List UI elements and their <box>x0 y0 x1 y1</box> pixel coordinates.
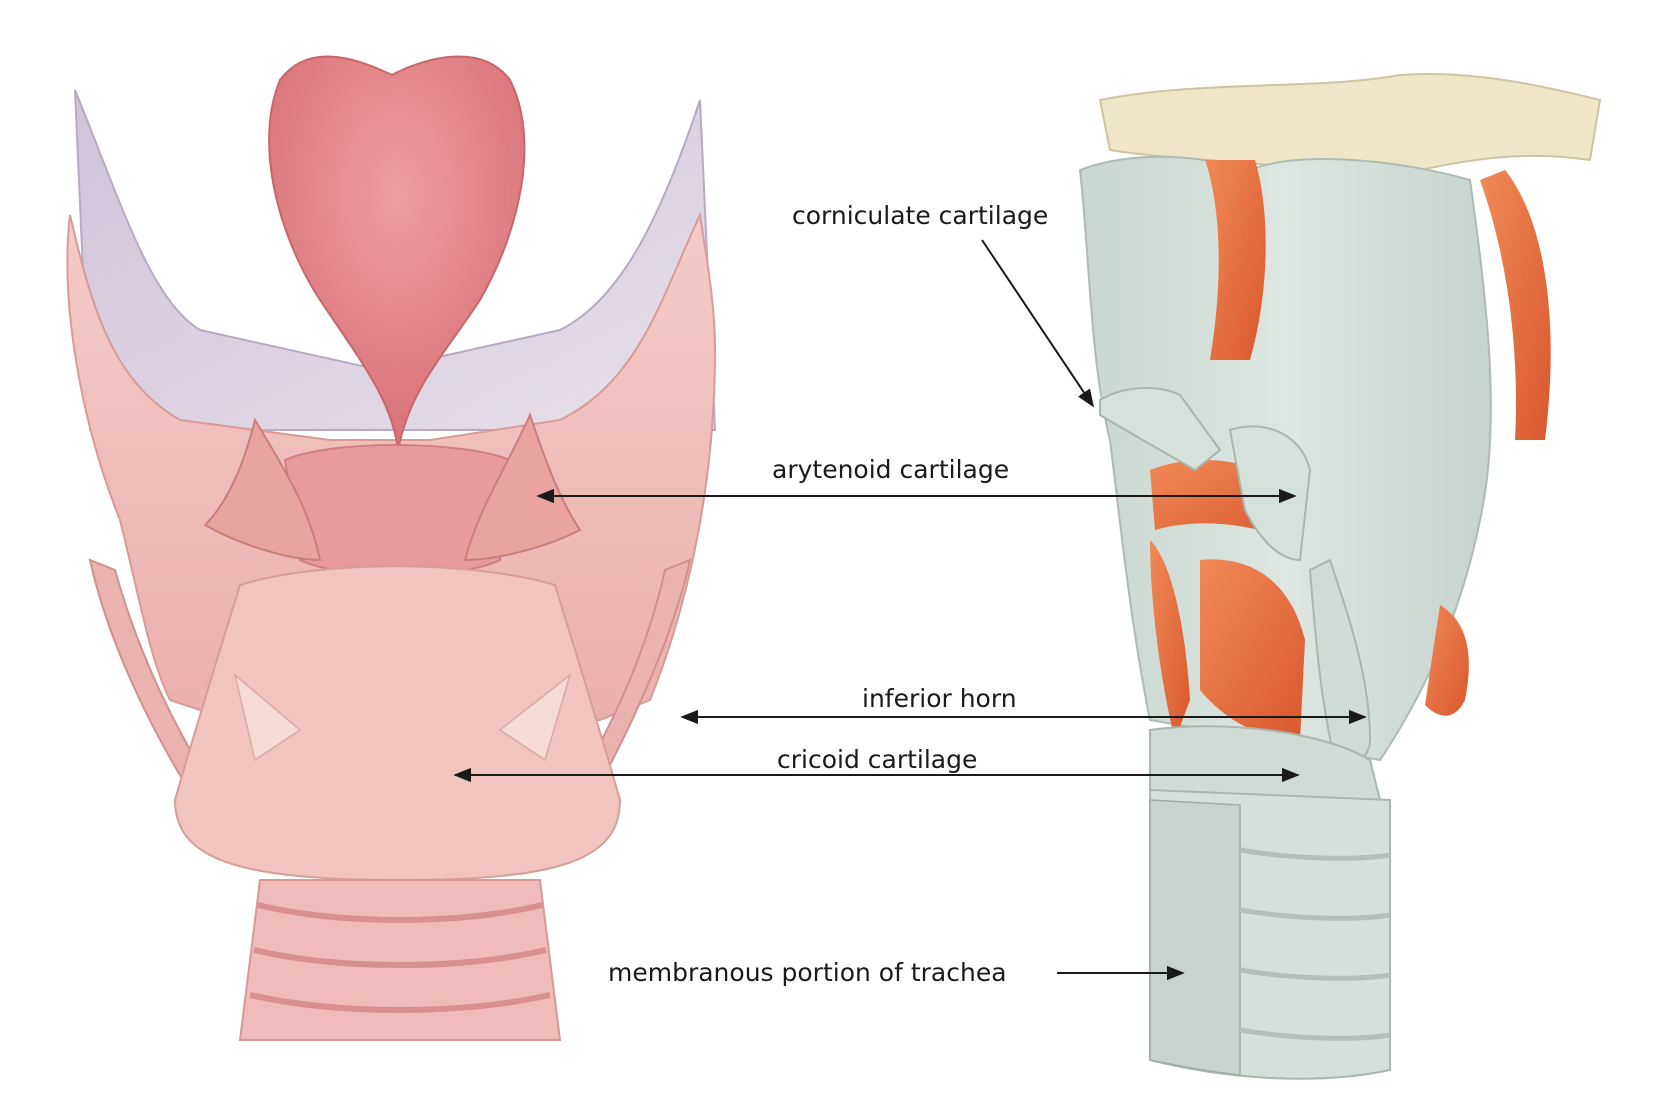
muscle-lateral-left <box>1150 540 1190 740</box>
tracheal-ring-1 <box>257 902 543 923</box>
model-membranous-trachea <box>1149 799 1241 1076</box>
labels: corniculate cartilage arytenoid cartilag… <box>608 201 1048 987</box>
muscle-lateral-center <box>1200 559 1305 740</box>
arrow-corniculate <box>981 239 1095 408</box>
label-cricoid-cartilage: cricoid cartilage <box>777 745 977 774</box>
model-tracheal-ring-4 <box>1239 1027 1391 1041</box>
label-inferior-horn: inferior horn <box>862 684 1017 713</box>
arytenoid-right <box>463 412 582 562</box>
tracheal-ring-3 <box>249 992 551 1013</box>
arytenoid-left <box>203 417 322 562</box>
label-membranous-portion-of-trachea: membranous portion of trachea <box>608 958 1007 987</box>
label-arytenoid-cartilage: arytenoid cartilage <box>772 455 1009 484</box>
model-larynx <box>1078 73 1602 1080</box>
muscle-lateral-right <box>1425 605 1469 716</box>
muscle-thyrohyoid-right <box>1480 170 1551 440</box>
model-corniculate-cartilage <box>1099 387 1222 472</box>
epiglottis <box>268 55 526 451</box>
thyrohyoid-membrane <box>74 89 717 431</box>
muscle-thyrohyoid-left <box>1205 160 1266 360</box>
model-tracheal-ring-1 <box>1239 847 1391 861</box>
leader-lines <box>453 239 1367 981</box>
model-tracheal-ring-2 <box>1239 907 1391 921</box>
label-corniculate-cartilage: corniculate cartilage <box>792 201 1048 230</box>
cricothyroid-fan-right <box>498 672 572 762</box>
illustrated-larynx <box>66 55 717 1041</box>
model-tracheal-ring-3 <box>1239 967 1391 981</box>
tracheal-ring-2 <box>253 947 547 968</box>
cricoid-cartilage <box>173 565 622 882</box>
cricothyroid-fan-left <box>233 672 302 762</box>
trachea-illustrated <box>238 879 562 1041</box>
